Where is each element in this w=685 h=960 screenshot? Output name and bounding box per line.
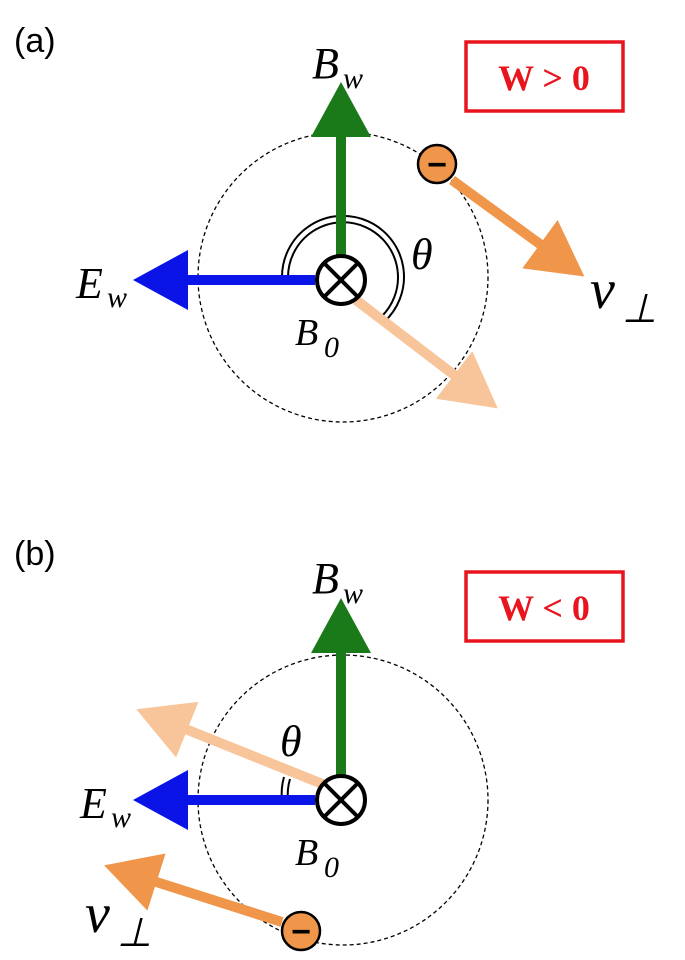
b0-subscript: 0 [324, 851, 339, 884]
panel-b: (b) − B w [14, 535, 625, 955]
badge-text: W > 0 [498, 58, 590, 98]
v-perp-symbol: v [590, 259, 615, 321]
b0-into-page-icon [315, 774, 367, 826]
v-perp-subscript: ⊥ [622, 286, 657, 331]
velocity-arrow [449, 175, 585, 277]
velocity-arrow [104, 853, 284, 927]
work-sign-badge: W > 0 [464, 40, 625, 113]
label-b-background: B 0 [295, 832, 339, 884]
work-sign-badge: W < 0 [464, 570, 625, 643]
theta-label: θ [411, 230, 433, 279]
panel-a: (a) − B w [14, 22, 657, 423]
label-v-perp: v ⊥ [590, 259, 657, 331]
badge-text: W < 0 [498, 588, 590, 628]
b-wave-subscript: w [343, 577, 363, 610]
electron-icon: − [280, 910, 322, 952]
b0-symbol: B [295, 312, 318, 354]
panel-label-b: (b) [14, 535, 56, 573]
label-b-wave: B w [312, 39, 363, 95]
theta-angle-arc [280, 214, 405, 323]
e-wave-subscript: w [107, 281, 127, 314]
label-e-wave: E w [79, 779, 131, 834]
electron-sign: − [291, 913, 311, 951]
e-wave-symbol: E [75, 259, 103, 308]
e-wave-symbol: E [79, 779, 107, 828]
b0-into-page-icon [315, 254, 367, 306]
b0-symbol: B [295, 832, 318, 874]
b-wave-symbol: B [312, 554, 339, 603]
b-wave-symbol: B [312, 39, 339, 88]
theta-label: θ [280, 717, 302, 766]
label-b-background: B 0 [295, 312, 339, 364]
electron-icon: − [416, 143, 458, 185]
electron-sign: − [427, 146, 447, 184]
b-wave-subscript: w [343, 62, 363, 95]
v-perp-subscript: ⊥ [117, 910, 152, 955]
velocity-projection-arrow [136, 701, 327, 790]
e-wave-subscript: w [111, 801, 131, 834]
b0-subscript: 0 [324, 331, 339, 364]
label-e-wave: E w [75, 259, 127, 314]
velocity-projection-arrow [352, 296, 498, 409]
v-perp-symbol: v [85, 883, 110, 945]
panel-label-a: (a) [14, 22, 56, 60]
label-v-perp: v ⊥ [85, 883, 152, 955]
label-b-wave: B w [312, 554, 363, 610]
